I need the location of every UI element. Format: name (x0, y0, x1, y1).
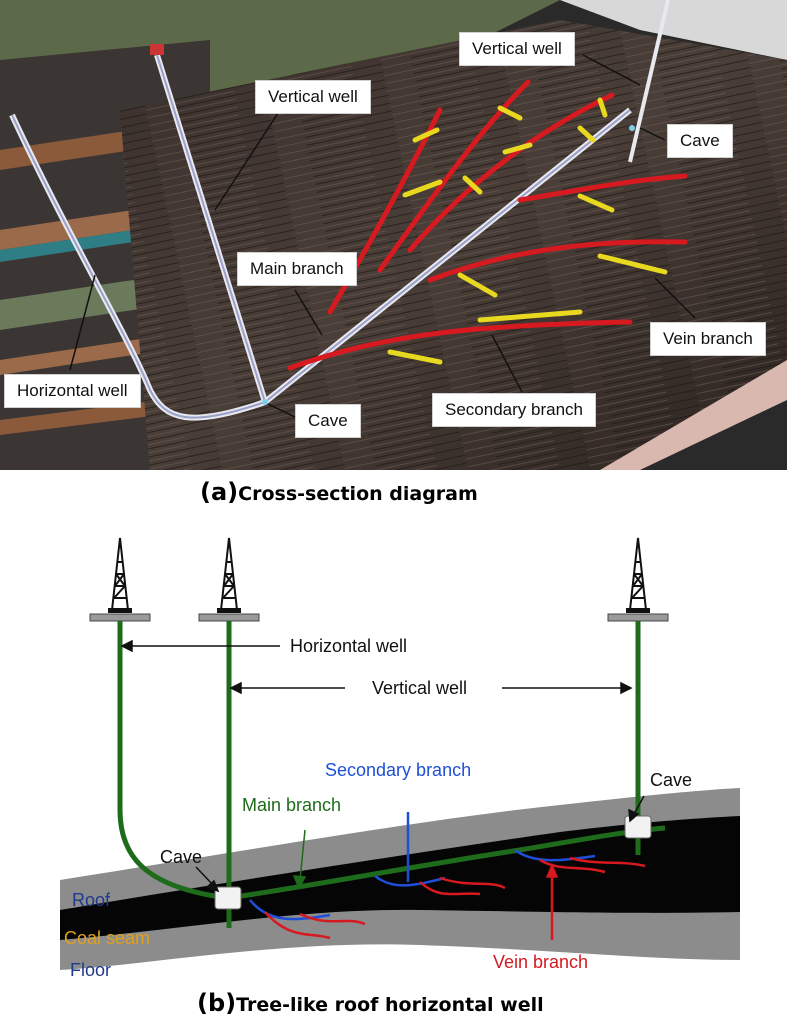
label-b-secondary-branch: Secondary branch (325, 760, 472, 780)
caption-b-tag: (b) (197, 989, 237, 1017)
label-secondary-branch: Secondary branch (432, 393, 596, 427)
label-b-cave-right: Cave (650, 770, 693, 790)
label-vein-branch: Vein branch (650, 322, 766, 356)
label-b-vertical-well: Vertical well (372, 678, 468, 698)
wellhead-icon (150, 44, 164, 55)
label-b-horizontal-well: Horizontal well (290, 636, 408, 656)
leader-lines (69, 54, 696, 419)
label-vertical-well-left: Vertical well (255, 80, 371, 114)
label-horizontal-well: Horizontal well (4, 374, 141, 408)
derrick-icon-1 (89, 537, 151, 622)
red-branch-network (287, 79, 688, 371)
caption-a-text: Cross-section diagram (238, 483, 478, 505)
label-b-roof: Roof (72, 890, 111, 910)
label-b-vein-branch: Vein branch (493, 952, 589, 972)
label-b-cave-left: Cave (160, 847, 203, 867)
cross-section-panel: Vertical well Vertical well Cave Main br… (0, 0, 787, 470)
label-b-coal-seam: Coal seam (64, 928, 151, 948)
cave-box-left (214, 886, 242, 910)
label-b-main-branch: Main branch (242, 795, 342, 815)
derrick-icon-3 (607, 537, 669, 622)
cross-section-illustration (0, 0, 787, 470)
label-b-floor: Floor (70, 960, 112, 980)
caption-b: (b)Tree-like roof horizontal well (197, 989, 544, 1017)
label-vertical-well-top-right: Vertical well (459, 32, 575, 66)
cave-box-right (624, 815, 652, 839)
vertical-well-line-2 (628, 0, 670, 163)
yellow-vein-network (387, 97, 668, 365)
caption-b-text: Tree-like roof horizontal well (236, 994, 544, 1016)
well-schematic (60, 537, 740, 970)
blue-secondary-branches (249, 812, 596, 921)
caption-a-tag: (a) (200, 478, 239, 506)
label-arrows (120, 639, 645, 893)
label-main-branch: Main branch (237, 252, 357, 286)
label-cave-bottom: Cave (295, 404, 361, 438)
label-cave-top: Cave (667, 124, 733, 158)
derrick-icon-2 (198, 537, 260, 622)
tree-like-well-panel: Horizontal well Vertical well Secondary … (0, 520, 787, 990)
caption-a: (a)Cross-section diagram (200, 478, 478, 506)
